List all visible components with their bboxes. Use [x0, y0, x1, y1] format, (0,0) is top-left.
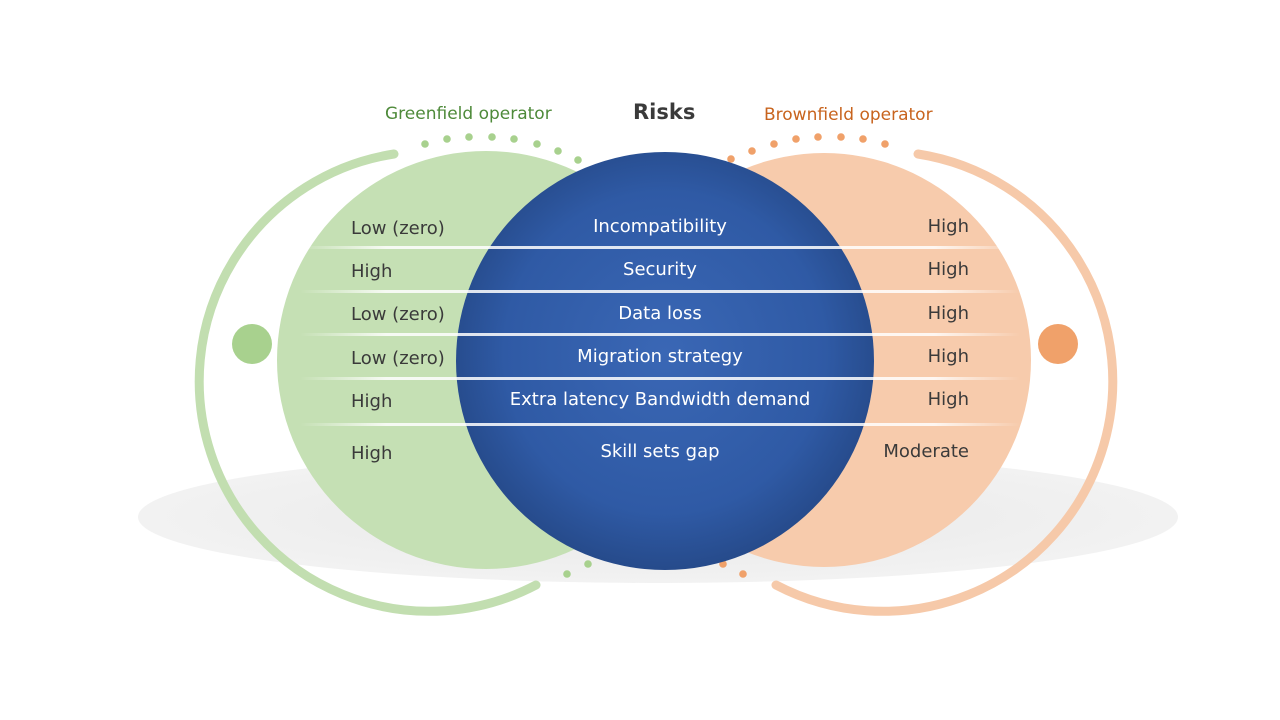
greenfield-outer-ring — [194, 149, 541, 616]
risk-label: Migration strategy — [577, 346, 743, 367]
greenfield-value: Low (zero) — [351, 348, 445, 369]
greenfield-handle — [232, 324, 272, 364]
greenfield-value: High — [351, 443, 393, 464]
risk-label: Security — [623, 259, 697, 280]
brownfield-value: High — [927, 259, 969, 280]
brownfield-handle — [1038, 324, 1078, 364]
greenfield-value: High — [351, 261, 393, 282]
greenfield-value: Low (zero) — [351, 218, 445, 239]
risk-label: Incompatibility — [593, 216, 727, 237]
greenfield-value: High — [351, 391, 393, 412]
risks-title: Risks — [633, 100, 696, 124]
greenfield-title: Greenfield operator — [385, 104, 552, 124]
brownfield-outer-ring — [771, 149, 1118, 616]
brownfield-value: High — [927, 216, 969, 237]
brownfield-value: High — [927, 303, 969, 324]
risk-label: Skill sets gap — [600, 441, 720, 462]
brownfield-value: High — [927, 389, 969, 410]
greenfield-value: Low (zero) — [351, 304, 445, 325]
risk-label: Data loss — [618, 303, 702, 324]
row-separators — [300, 246, 1020, 426]
brownfield-value: Moderate — [883, 441, 969, 462]
greenfield-dots — [421, 133, 592, 578]
brownfield-title: Brownfield operator — [764, 105, 933, 125]
risks-circle — [456, 152, 874, 570]
brownfield-value: High — [927, 346, 969, 367]
risk-label: Extra latency Bandwidth demand — [509, 389, 811, 410]
